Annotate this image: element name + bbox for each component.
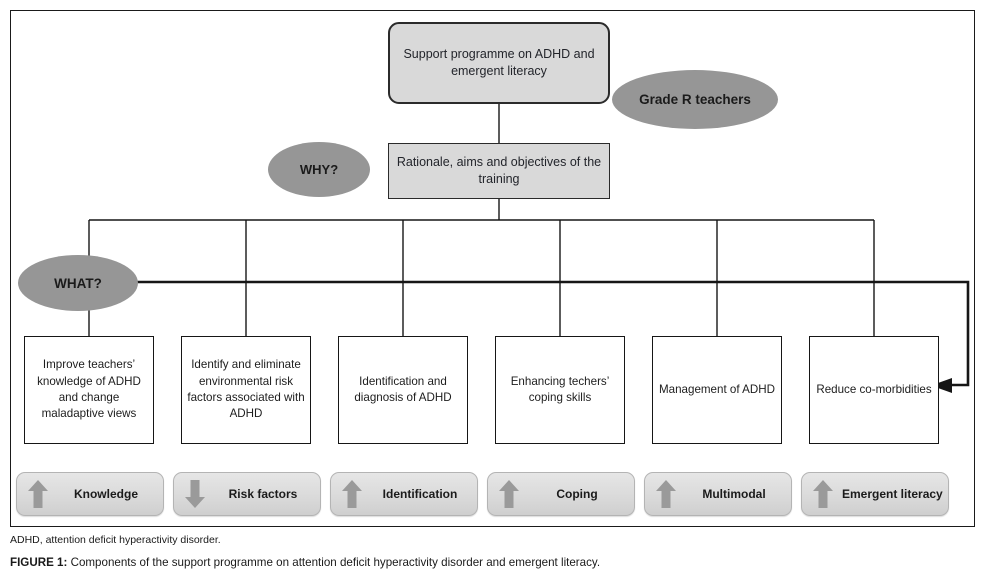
component-box-co-morbidities: Reduce co-morbidities — [809, 336, 939, 444]
outcome-pill-label: Knowledge — [73, 487, 138, 501]
outcome-pill-label: Emergent literacy — [842, 487, 943, 501]
outcome-pill-label: Coping — [556, 487, 598, 501]
arrow-down-icon — [185, 480, 205, 508]
component-box-management: Management of ADHD — [652, 336, 782, 444]
ellipse-why: WHY? — [268, 142, 370, 197]
component-box-improve-knowledge: Improve teachers’ knowledge of ADHD and … — [24, 336, 154, 444]
figure-caption: FIGURE 1: Components of the support prog… — [10, 556, 976, 569]
node-rationale-aims-objectives: Rationale, aims and objectives of the tr… — [388, 143, 610, 199]
abbreviation-note: ADHD, attention deficit hyperactivity di… — [10, 534, 221, 546]
outcome-pill-multimodal: Multimodal — [644, 472, 792, 516]
figure-caption-text: Components of the support programme on a… — [67, 556, 601, 569]
component-box-coping-skills: Enhancing techers’ coping skills — [495, 336, 625, 444]
outcome-pill-knowledge: Knowledge — [16, 472, 164, 516]
outcome-pill-label: Multimodal — [702, 487, 766, 501]
outcome-pill-risk-factors: Risk factors — [173, 472, 321, 516]
arrow-up-icon — [656, 480, 676, 508]
outcome-pill-coping: Coping — [487, 472, 635, 516]
figure-caption-label: FIGURE 1: — [10, 556, 68, 569]
arrow-up-icon — [342, 480, 362, 508]
arrow-up-icon — [813, 480, 833, 508]
arrow-up-icon — [499, 480, 519, 508]
outcome-pill-label: Identification — [382, 487, 458, 501]
ellipse-what: WHAT? — [18, 255, 138, 311]
outcome-pill-label: Risk factors — [228, 487, 298, 501]
ellipse-grade-r-teachers: Grade R teachers — [612, 70, 778, 129]
outcome-pill-emergent-literacy: Emergent literacy — [801, 472, 949, 516]
node-support-programme: Support programme on ADHD and emergent l… — [388, 22, 610, 104]
component-box-risk-factors: Identify and eliminate environmental ris… — [181, 336, 311, 444]
component-box-identification-diagnosis: Identification and diagnosis of ADHD — [338, 336, 468, 444]
outcome-pill-identification: Identification — [330, 472, 478, 516]
arrow-up-icon — [28, 480, 48, 508]
